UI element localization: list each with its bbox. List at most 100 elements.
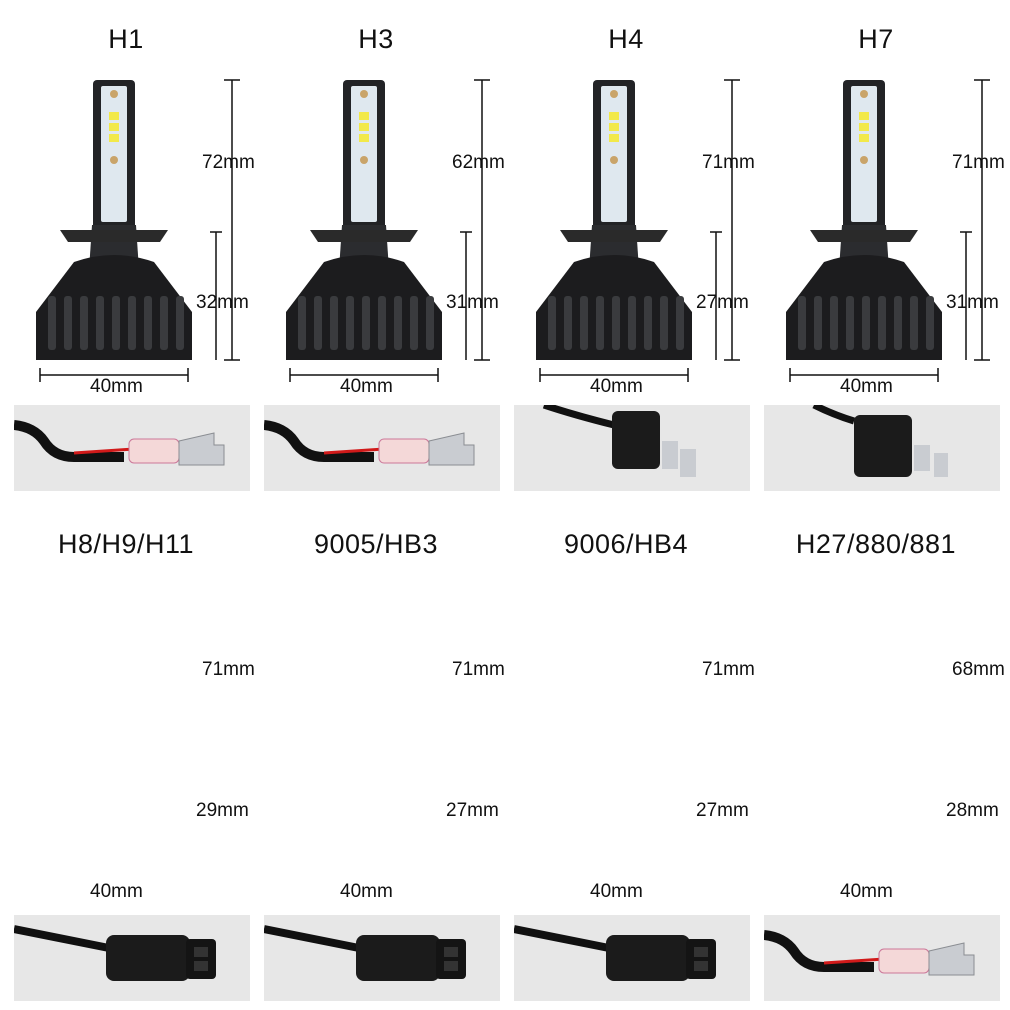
led-screw-icon — [860, 156, 868, 164]
connector-illustration — [542, 405, 696, 477]
bulb-illustration — [500, 0, 752, 505]
dimension-width-label: 40mm — [90, 881, 143, 902]
heatsink-fin — [596, 296, 604, 350]
dimension-base-label: 31mm — [946, 292, 999, 313]
connector-illustration — [14, 925, 216, 981]
connector-socket — [186, 939, 216, 979]
bulb-flange — [560, 230, 668, 242]
led-chip — [359, 123, 369, 131]
led-screw-icon — [110, 156, 118, 164]
dimension-total-label: 71mm — [952, 152, 1005, 173]
dimension-base-label: 27mm — [696, 292, 749, 313]
metal-terminal — [178, 432, 225, 466]
heatsink-fin — [612, 296, 620, 350]
black-wire — [542, 405, 615, 429]
dimension-total-label: 68mm — [952, 658, 1005, 680]
model-title: H27/880/881 — [795, 529, 957, 559]
heatsink-fin — [676, 296, 684, 350]
connector-photo — [764, 915, 1000, 1001]
dimension-width-label: 40mm — [590, 881, 643, 902]
connector-housing — [356, 935, 440, 981]
dimension-base-label: 29mm — [196, 799, 249, 821]
heatsink-fin — [878, 296, 886, 350]
led-chip — [109, 123, 119, 131]
socket-hole — [694, 947, 708, 957]
model-title: H1 — [108, 24, 144, 54]
black-wire — [14, 420, 124, 462]
connector-illustration — [764, 930, 975, 976]
bulb-illustration — [250, 0, 502, 505]
dimension-total-label: 62mm — [452, 152, 505, 173]
bulb-flange — [60, 230, 168, 242]
heatsink-fin — [176, 296, 184, 350]
connector-photo — [14, 405, 250, 491]
dimension-total-label: 72mm — [202, 152, 255, 173]
connector-housing — [106, 935, 190, 981]
heatsink-fin — [346, 296, 354, 350]
heatsink-fin — [830, 296, 838, 350]
black-wire — [812, 405, 856, 425]
led-chip — [609, 134, 619, 142]
bulb-illustration — [286, 79, 490, 382]
heatsink-fin — [80, 296, 88, 350]
connector-socket — [686, 939, 716, 979]
model-title: H3 — [358, 24, 394, 54]
socket-hole — [194, 961, 208, 971]
dimension-base-label: 28mm — [946, 799, 999, 821]
socket-hole — [444, 947, 458, 957]
model-title: H4 — [608, 24, 644, 54]
metal-pin — [914, 445, 930, 471]
metal-terminal — [428, 432, 475, 466]
connector-photo — [764, 405, 1000, 491]
heatsink-fin — [548, 296, 556, 350]
bulb-illustration — [750, 0, 1002, 505]
heatsink-fin — [426, 296, 434, 350]
dimension-width-label: 40mm — [840, 376, 893, 397]
bulb-flange — [810, 230, 918, 242]
heatsink-fin — [378, 296, 386, 350]
heatsink-fin — [846, 296, 854, 350]
red-wire — [823, 957, 885, 965]
led-screw-icon — [610, 90, 618, 98]
heatsink-fin — [314, 296, 322, 350]
heatsink-fin — [48, 296, 56, 350]
led-chip — [109, 112, 119, 120]
black-wire — [264, 925, 365, 953]
led-panel — [101, 86, 127, 222]
dimension-base-label: 31mm — [446, 292, 499, 313]
connector-illustration — [14, 420, 225, 466]
dimension-width-label: 40mm — [340, 881, 393, 902]
dimension-width-label: 40mm — [590, 376, 643, 397]
heatsink-fin — [298, 296, 306, 350]
heatsink-fin — [112, 296, 120, 350]
connector-housing — [854, 415, 912, 477]
heatsink-fin — [862, 296, 870, 350]
connector-illustration — [514, 925, 716, 981]
metal-pin — [680, 449, 696, 477]
dimension-base-label: 27mm — [696, 799, 749, 821]
dimension-width-label: 40mm — [90, 376, 143, 397]
black-wire — [514, 925, 615, 953]
bulb-illustration — [786, 79, 990, 382]
connector-photo — [264, 405, 500, 491]
heatsink-fin — [410, 296, 418, 350]
heatsink-fin — [64, 296, 72, 350]
heatsink-fin — [96, 296, 104, 350]
heatsink-fin — [926, 296, 934, 350]
heatsink-fin — [910, 296, 918, 350]
heatsink-fin — [128, 296, 136, 350]
dimension-total-label: 71mm — [202, 658, 255, 680]
led-chip — [359, 112, 369, 120]
led-chip — [359, 134, 369, 142]
heatsink-fin — [394, 296, 402, 350]
connector-sleeve — [878, 948, 930, 974]
black-wire — [764, 930, 874, 972]
